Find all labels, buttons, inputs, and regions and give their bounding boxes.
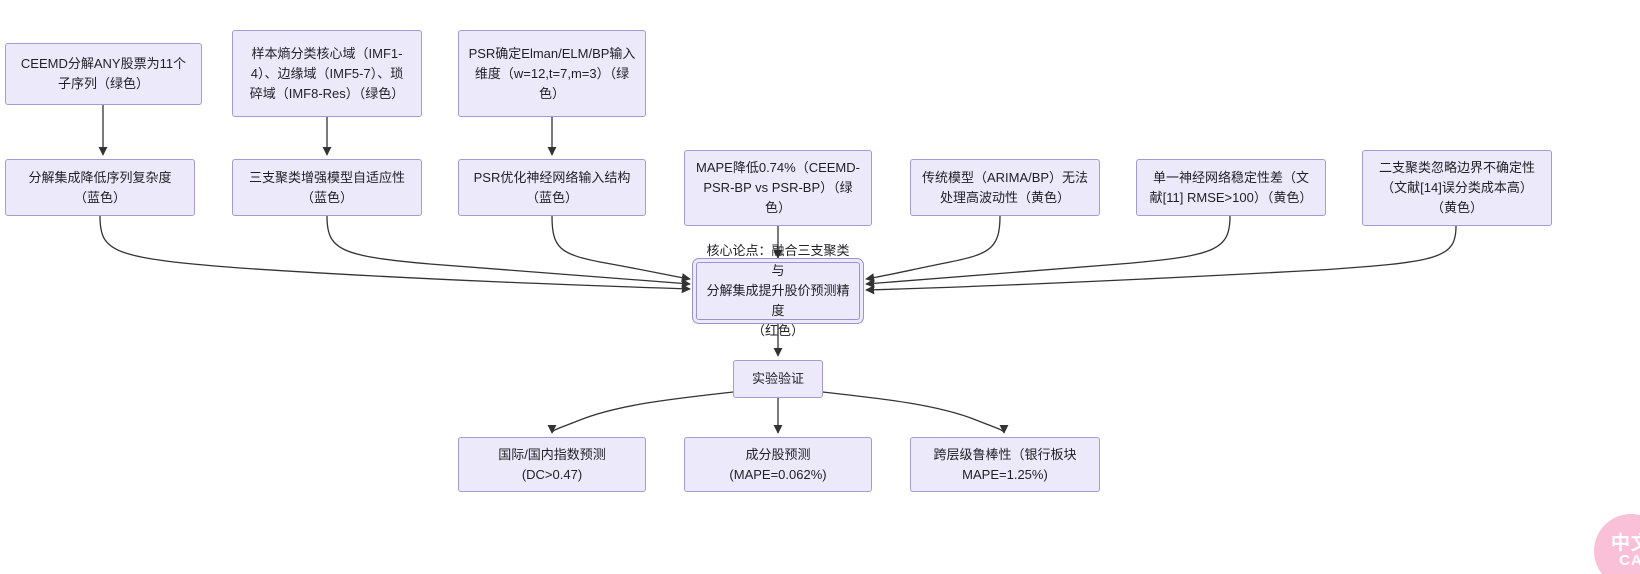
node-single-network-instability[interactable]: 单一神经网络稳定性差（文 献[11] RMSE>100）（黄色） xyxy=(1136,159,1326,216)
watermark-top-text: 中文 xyxy=(1610,532,1640,554)
edge-n10-core xyxy=(865,225,1457,295)
node-label: 跨层级鲁棒性（银行板块 MAPE=1.25%) xyxy=(933,446,1077,482)
node-psr-optimizes-network-input[interactable]: PSR优化神经网络输入结构 （蓝色） xyxy=(458,159,646,216)
node-decomposition-reduces-complexity[interactable]: 分解集成降低序列复杂度 （蓝色） xyxy=(5,159,195,216)
node-experimental-verification[interactable]: 实验验证 xyxy=(733,360,823,398)
node-label: CEEMD分解ANY股票为11个 子序列（绿色） xyxy=(20,56,187,91)
edge-n6-core xyxy=(551,215,691,283)
node-psr-input-dimension[interactable]: PSR确定Elman/ELM/BP输入 维度（w=12,t=7,m=3）（绿 色… xyxy=(458,30,646,117)
edge-n8-core xyxy=(865,215,1001,283)
node-core-thesis[interactable]: 核心论点：融合三支聚类与 分解集成提升股价预测精度 （红色） xyxy=(696,243,860,338)
node-label: MAPE降低0.74%（CEEMD- PSR-BP vs PSR-BP）（绿 色… xyxy=(696,160,860,215)
watermark-badge: 中文 CA xyxy=(1594,514,1640,574)
edge-n4-core xyxy=(99,215,691,294)
node-label: 样本熵分类核心域（IMF1- 4）、边缘域（IMF5-7）、琐 碎域（IMF8-… xyxy=(249,45,405,101)
node-label: 实验验证 xyxy=(751,371,804,386)
node-mape-reduction[interactable]: MAPE降低0.74%（CEEMD- PSR-BP vs PSR-BP）（绿 色… xyxy=(684,150,872,226)
node-label: 传统模型（ARIMA/BP）无法 处理高波动性（黄色） xyxy=(921,169,1089,205)
node-label: 单一神经网络稳定性差（文 献[11] RMSE>100）（黄色） xyxy=(1149,169,1313,205)
node-constituent-stock-forecast-result[interactable]: 成分股预测 (MAPE=0.062%) xyxy=(684,437,872,492)
node-traditional-model-limitation[interactable]: 传统模型（ARIMA/BP）无法 处理高波动性（黄色） xyxy=(910,159,1100,216)
node-label: 成分股预测 (MAPE=0.062%) xyxy=(729,446,827,482)
node-cross-level-robustness-result[interactable]: 跨层级鲁棒性（银行板块 MAPE=1.25%) xyxy=(910,437,1100,492)
node-label: 国际/国内指数预测 (DC>0.47) xyxy=(498,446,606,482)
watermark-bottom-text: CA xyxy=(1619,551,1640,569)
node-label: 核心论点：融合三支聚类与 分解集成提升股价预测精度 （红色） xyxy=(706,243,850,338)
node-index-forecast-result[interactable]: 国际/国内指数预测 (DC>0.47) xyxy=(458,437,646,492)
node-two-way-clustering-boundary[interactable]: 二支聚类忽略边界不确定性 （文献[14]误分类成本高） （黄色） xyxy=(1362,150,1552,226)
node-label: 三支聚类增强模型自适应性 （蓝色） xyxy=(248,169,405,205)
node-three-way-clustering-adaptivity[interactable]: 三支聚类增强模型自适应性 （蓝色） xyxy=(232,159,422,216)
node-label: 二支聚类忽略边界不确定性 （文献[14]误分类成本高） （黄色） xyxy=(1378,160,1535,215)
node-sample-entropy-classification[interactable]: 样本熵分类核心域（IMF1- 4）、边缘域（IMF5-7）、琐 碎域（IMF8-… xyxy=(232,30,422,117)
edge-n5-core xyxy=(326,215,691,288)
edge-exp-r1 xyxy=(547,391,734,434)
node-label: 分解集成降低序列复杂度 （蓝色） xyxy=(28,169,172,205)
node-label: PSR确定Elman/ELM/BP输入 维度（w=12,t=7,m=3）（绿 色… xyxy=(468,45,636,101)
edge-exp-r3 xyxy=(822,391,1009,434)
node-ceemd-decomposition[interactable]: CEEMD分解ANY股票为11个 子序列（绿色） xyxy=(5,43,202,105)
edge-n9-core xyxy=(865,215,1231,288)
node-label: PSR优化神经网络输入结构 （蓝色） xyxy=(473,169,631,205)
